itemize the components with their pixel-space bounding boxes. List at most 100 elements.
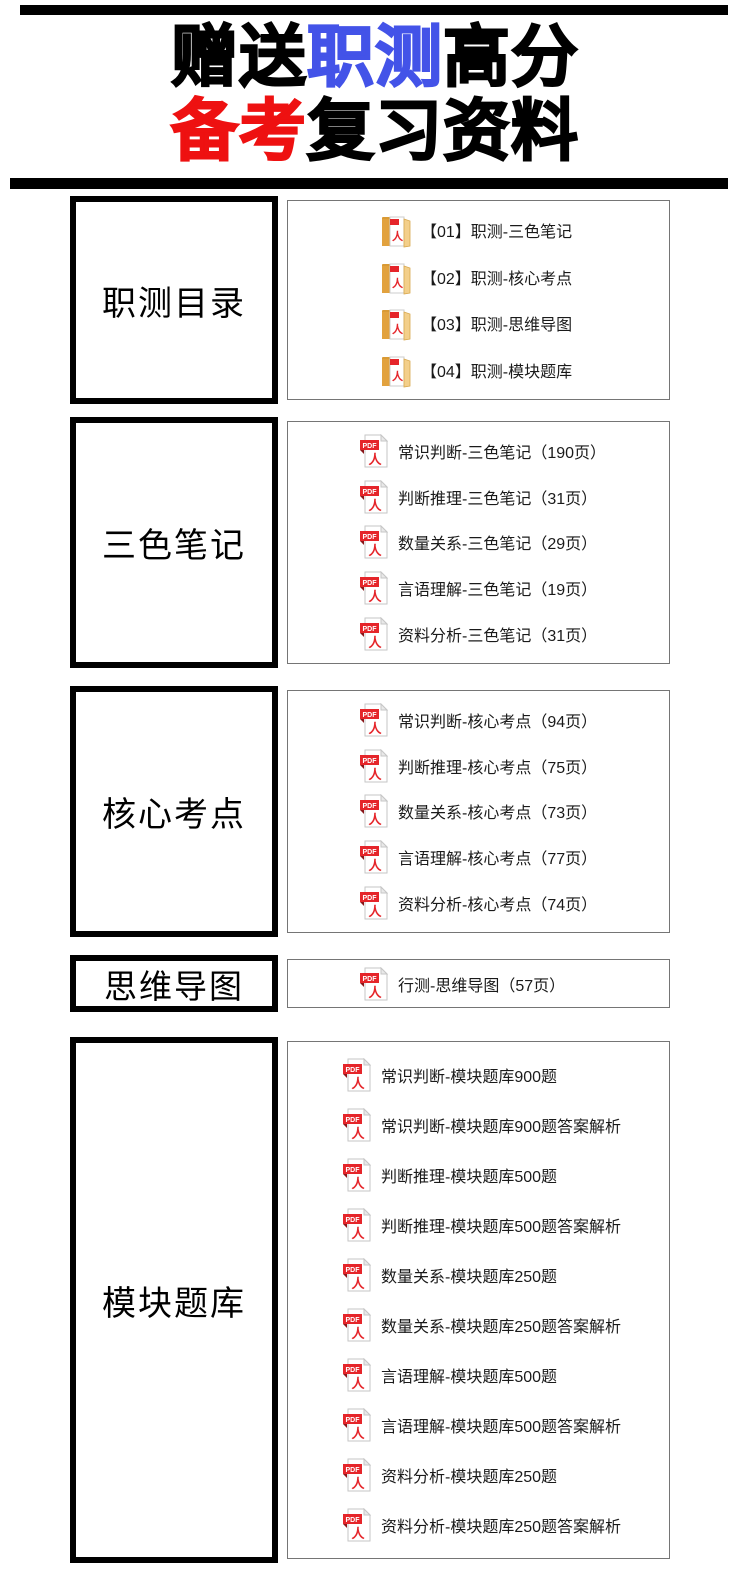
section-label-box: 模块题库 <box>70 1037 278 1563</box>
file-item-label: 言语理解-模块题库500题答案解析 <box>381 1419 622 1436</box>
file-item[interactable]: PDF 人 资料分析-模块题库250题答案解析 <box>288 1508 669 1542</box>
file-item[interactable]: PDF 人 判断推理-三色笔记（31页） <box>288 479 669 514</box>
file-item[interactable]: PDF 人 常识判断-核心考点（94页） <box>288 702 669 737</box>
svg-text:PDF: PDF <box>363 534 378 541</box>
file-item-label: 常识判断-模块题库900题答案解析 <box>381 1119 622 1136</box>
file-item[interactable]: PDF 人 判断推理-模块题库500题答案解析 <box>288 1208 669 1242</box>
section-label-box: 三色笔记 <box>70 417 278 668</box>
file-item[interactable]: PDF 人 数量关系-模块题库250题答案解析 <box>288 1308 669 1342</box>
svg-text:人: 人 <box>368 985 382 1000</box>
svg-text:人: 人 <box>351 1276 365 1291</box>
pdf-file-icon: PDF 人 <box>360 840 388 874</box>
file-item-label: 资料分析-三色笔记（31页） <box>398 628 598 646</box>
svg-text:人: 人 <box>351 1076 365 1091</box>
svg-text:人: 人 <box>351 1126 365 1141</box>
svg-text:PDF: PDF <box>346 1467 361 1474</box>
svg-text:PDF: PDF <box>346 1317 361 1324</box>
file-item[interactable]: 人 【03】职测-思维导图 <box>288 305 669 341</box>
file-item[interactable]: PDF 人 行测-思维导图（57页） <box>288 966 669 1001</box>
pdf-file-icon: PDF 人 <box>360 479 388 514</box>
svg-text:人: 人 <box>351 1326 365 1341</box>
file-item[interactable]: PDF 人 言语理解-三色笔记（19页） <box>288 571 669 605</box>
svg-text:人: 人 <box>368 498 382 513</box>
file-item[interactable]: PDF 人 数量关系-核心考点（73页） <box>288 794 669 828</box>
file-item-label: 资料分析-核心考点（74页） <box>398 897 598 915</box>
section-label-box: 职测目录 <box>70 196 278 404</box>
pdf-file-icon: PDF 人 <box>343 1058 371 1092</box>
pdf-file-icon: PDF 人 <box>343 1458 371 1492</box>
title-segment: 备考 <box>170 94 307 170</box>
file-item-label: 【01】职测-三色笔记 <box>421 223 573 241</box>
file-item-label: 言语理解-三色笔记（19页） <box>398 582 598 600</box>
header: 赠送职测高分 备考复习资料 <box>0 0 750 189</box>
file-item[interactable]: PDF 人 言语理解-模块题库500题 <box>288 1358 669 1392</box>
folder-pdf-icon: 人 <box>382 309 411 341</box>
file-item[interactable]: PDF 人 常识判断-三色笔记（190页） <box>288 433 669 468</box>
svg-text:人: 人 <box>368 812 382 827</box>
file-item[interactable]: PDF 人 常识判断-模块题库900题答案解析 <box>288 1108 669 1142</box>
pdf-file-icon: PDF 人 <box>360 748 388 783</box>
title-segment: 职测 <box>306 20 443 96</box>
title-segment: 高分 <box>442 20 579 96</box>
pdf-file-icon: PDF 人 <box>360 571 388 605</box>
svg-text:人: 人 <box>351 1526 365 1541</box>
file-item-label: 【04】职测-模块题库 <box>421 364 573 382</box>
file-item-label: 判断推理-核心考点（75页） <box>398 759 598 777</box>
svg-text:人: 人 <box>392 229 404 243</box>
file-item[interactable]: PDF 人 资料分析-核心考点（74页） <box>288 886 669 920</box>
svg-text:PDF: PDF <box>363 849 378 856</box>
svg-text:PDF: PDF <box>346 1267 361 1274</box>
file-item[interactable]: 人 【01】职测-三色笔记 <box>288 212 669 248</box>
svg-text:人: 人 <box>368 635 382 650</box>
pdf-file-icon: PDF 人 <box>343 1308 371 1342</box>
file-item[interactable]: PDF 人 资料分析-三色笔记（31页） <box>288 617 669 651</box>
file-item[interactable]: PDF 人 言语理解-核心考点（77页） <box>288 840 669 874</box>
file-item-label: 资料分析-模块题库250题答案解析 <box>381 1519 622 1536</box>
pdf-file-icon: PDF 人 <box>360 617 388 651</box>
file-item[interactable]: 人 【02】职测-核心考点 <box>288 259 669 295</box>
svg-text:PDF: PDF <box>346 1167 361 1174</box>
file-item[interactable]: PDF 人 常识判断-模块题库900题 <box>288 1058 669 1092</box>
folder-pdf-icon: 人 <box>382 356 411 388</box>
svg-text:人: 人 <box>368 721 382 736</box>
file-item[interactable]: PDF 人 判断推理-模块题库500题 <box>288 1158 669 1192</box>
file-item-label: 数量关系-三色笔记（29页） <box>398 536 598 554</box>
file-item[interactable]: PDF 人 言语理解-模块题库500题答案解析 <box>288 1408 669 1442</box>
file-item[interactable]: PDF 人 判断推理-核心考点（75页） <box>288 748 669 783</box>
file-item-label: 判断推理-模块题库500题 <box>381 1169 558 1186</box>
file-item[interactable]: PDF 人 数量关系-模块题库250题 <box>288 1258 669 1292</box>
svg-text:PDF: PDF <box>346 1417 361 1424</box>
pdf-file-icon: PDF 人 <box>343 1158 371 1192</box>
file-item-label: 数量关系-核心考点（73页） <box>398 805 598 823</box>
title-segment: 赠送 <box>170 20 307 96</box>
page-title: 赠送职测高分 备考复习资料 <box>0 20 750 170</box>
pdf-file-icon: PDF 人 <box>343 1508 371 1542</box>
svg-text:人: 人 <box>392 322 404 336</box>
pdf-file-icon: PDF 人 <box>360 525 388 559</box>
file-item[interactable]: 人 【04】职测-模块题库 <box>288 352 669 388</box>
svg-text:人: 人 <box>368 904 382 919</box>
page-title-line2: 备考复习资料 <box>0 94 750 170</box>
file-item[interactable]: PDF 人 数量关系-三色笔记（29页） <box>288 525 669 559</box>
svg-text:人: 人 <box>351 1226 365 1241</box>
pdf-file-icon: PDF 人 <box>360 702 388 737</box>
file-item-label: 常识判断-模块题库900题 <box>381 1069 558 1086</box>
pdf-file-icon: PDF 人 <box>343 1208 371 1242</box>
svg-text:PDF: PDF <box>346 1517 361 1524</box>
section-label: 核心考点 <box>102 797 246 834</box>
file-item[interactable]: PDF 人 资料分析-模块题库250题 <box>288 1458 669 1492</box>
svg-text:人: 人 <box>368 767 382 782</box>
pdf-file-icon: PDF 人 <box>343 1358 371 1392</box>
sections-container: 职测目录 人 【01】职测-三色笔记 人 【02】职测-核心考点 人 【03 <box>0 196 750 1563</box>
svg-text:PDF: PDF <box>363 757 378 764</box>
section-label: 模块题库 <box>102 1285 246 1323</box>
section-row-5: 模块题库 PDF 人 常识判断-模块题库900题 PDF 人 常识判断-模块题库… <box>70 1037 680 1563</box>
section-label-box: 核心考点 <box>70 686 278 937</box>
svg-text:人: 人 <box>368 858 382 873</box>
folder-pdf-icon: 人 <box>382 263 411 295</box>
svg-text:人: 人 <box>368 543 382 558</box>
page-title-line1: 赠送职测高分 <box>0 20 750 96</box>
file-item-label: 【03】职测-思维导图 <box>421 317 573 335</box>
top-bar <box>20 5 728 15</box>
file-item-label: 言语理解-模块题库500题 <box>381 1369 558 1386</box>
